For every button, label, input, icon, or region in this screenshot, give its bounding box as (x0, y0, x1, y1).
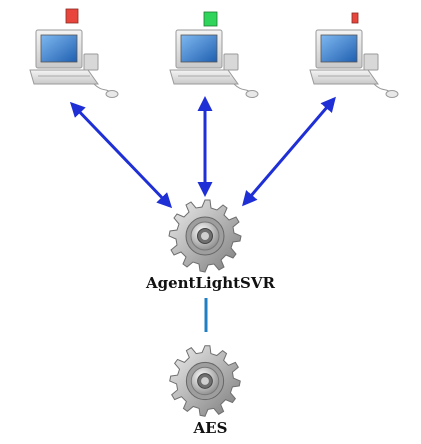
server-label: AgentLightSVR (145, 274, 275, 292)
workstation-middle (169, 11, 259, 98)
computer-icon (29, 29, 119, 98)
gear-icon (169, 345, 241, 417)
status-light-middle (203, 11, 218, 27)
status-light-right (351, 12, 359, 24)
status-light-left (65, 8, 79, 24)
arrow-left-workstation (69, 101, 173, 209)
aes-label: AES (193, 419, 228, 437)
computer-icon (169, 29, 259, 98)
workstation-left (29, 8, 119, 98)
gear-icon (168, 199, 242, 273)
workstation-right (309, 12, 399, 98)
arrow-right-workstation (242, 96, 336, 207)
computer-icon (309, 29, 399, 98)
